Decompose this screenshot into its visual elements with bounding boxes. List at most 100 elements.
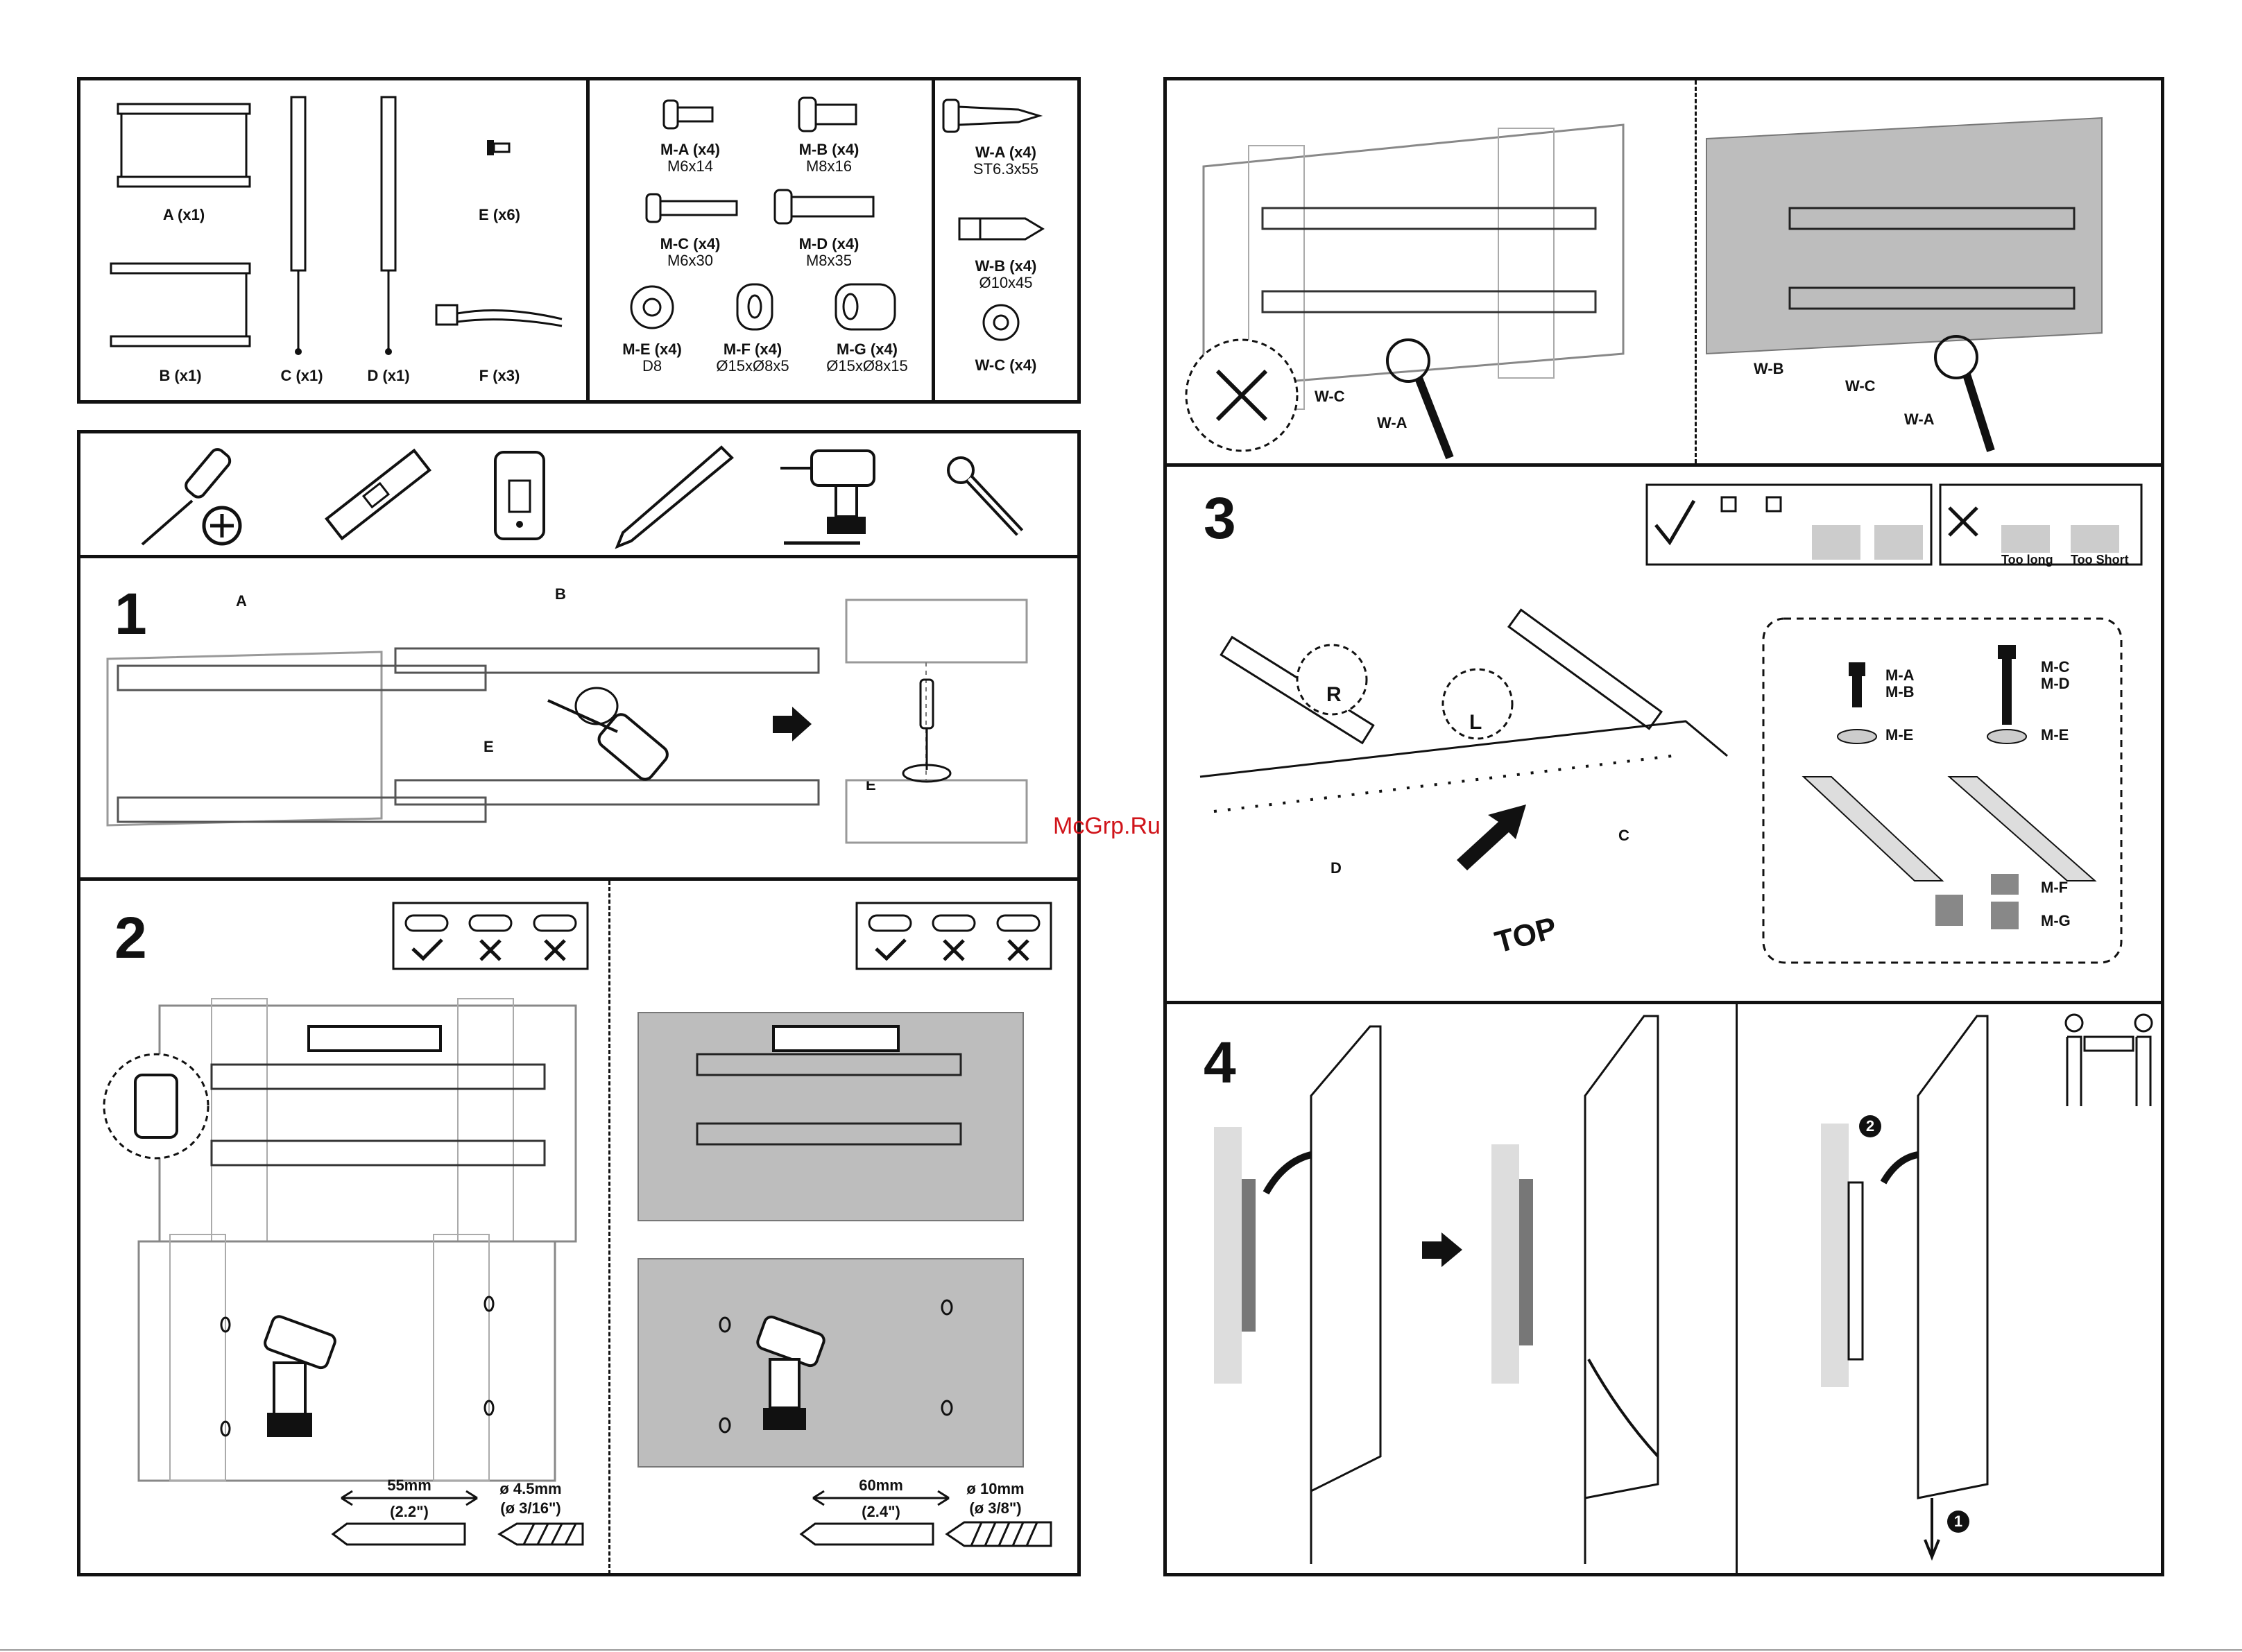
step3-mb-text: M-B	[1885, 683, 1915, 701]
step4-number: 4	[1204, 1030, 1236, 1095]
bottom-rule	[0, 1649, 2242, 1651]
part-mc-name: M-C (x4)	[660, 235, 721, 252]
phillips-screwdriver-icon	[141, 448, 242, 546]
step3-ma-text: M-A	[1885, 666, 1915, 684]
screw-mc-icon	[645, 193, 738, 223]
spacer-mg-icon	[835, 283, 896, 331]
step3-label-d: D	[1330, 859, 1342, 877]
step3-me-right-label: M-E	[2041, 726, 2069, 743]
step2-wood-drill-bit-icon	[331, 1522, 584, 1546]
step2-concrete-drill-in: (ø 3/8")	[969, 1499, 1022, 1517]
bracket-a-icon	[117, 103, 251, 188]
part-md-label: M-D (x4)M8x35	[780, 235, 878, 270]
part-wb-size: Ø10x45	[979, 274, 1033, 292]
step2-concrete-spacing-arrow-icon	[812, 1490, 950, 1506]
step2-wood-wall-drill-illustration	[137, 1234, 556, 1482]
part-d-label: D (x1)	[367, 367, 410, 384]
part-wa-size: ST6.3x55	[973, 160, 1039, 178]
part-mb-name: M-B (x4)	[798, 141, 859, 158]
power-drill-icon	[780, 449, 875, 545]
step3-screw-detail-box	[1762, 617, 2123, 964]
part-f-label: F (x3)	[479, 367, 520, 384]
washer-me-icon	[630, 285, 674, 329]
parts-panel	[77, 77, 1081, 404]
step3-too-long-label: Too long	[2001, 553, 2053, 567]
strap-f-icon	[435, 304, 563, 327]
part-c-label: C (x1)	[280, 367, 323, 384]
part-mf-label: M-F (x4)Ø15xØ8x5	[704, 341, 801, 375]
part-mg-name: M-G (x4)	[837, 341, 898, 358]
step3-md-text: M-D	[2041, 675, 2070, 693]
step4-sub-step-1: 1	[1947, 1511, 1969, 1533]
step1-next-arrow-icon	[773, 707, 812, 741]
part-ma-name: M-A (x4)	[660, 141, 720, 158]
step4-tv-hang-illustration	[1214, 1025, 1382, 1564]
step2-wood-spacing-mm: 55mm	[387, 1477, 431, 1494]
pencil-icon	[615, 445, 734, 549]
step3-too-short-label: Too Short	[2071, 553, 2129, 567]
step3-label-l: L	[1469, 711, 1482, 734]
part-me-size: D8	[642, 357, 662, 375]
screw-wa-icon	[942, 98, 1043, 133]
step2-wood-spacing: 55mm	[368, 1477, 451, 1494]
step2-concrete-drill: ø 10mm	[966, 1480, 1025, 1497]
step1-bracket-illustration	[106, 647, 820, 827]
part-wa-label: W-A (x4)ST6.3x55	[957, 144, 1054, 178]
step2-divider	[608, 881, 610, 1574]
part-mf-name: M-F (x4)	[723, 341, 782, 358]
spirit-level-icon	[325, 448, 431, 541]
step2-wood-drill: ø 4.5mm	[499, 1480, 562, 1497]
step2-wood-spacing-arrow-icon	[341, 1490, 478, 1506]
stud-finder-icon	[494, 451, 545, 540]
step1-label-e: E	[484, 738, 494, 755]
parts-divider-1	[586, 77, 590, 404]
wall-mount-label-wc2: W-C	[1845, 377, 1876, 395]
wall-mount-label-wb: W-B	[1754, 360, 1784, 377]
part-a-label: A (x1)	[162, 206, 205, 223]
tools-panel	[77, 430, 1081, 558]
socket-wrench-icon	[947, 456, 1024, 536]
part-wa-name: W-A (x4)	[975, 144, 1036, 161]
step3-tv-back-illustration	[1199, 608, 1728, 870]
step2-wood-wall-level-illustration	[103, 998, 577, 1243]
wall-mount-concrete-illustration	[1706, 117, 2103, 452]
wall-mount-wood-illustration	[1185, 123, 1625, 460]
two-person-lift-icon	[2064, 1013, 2153, 1106]
step2-wood-drill-in: (ø 3/16")	[500, 1499, 561, 1517]
bracket-d-icon	[380, 96, 397, 355]
step1-detail-illustration	[845, 599, 1028, 844]
step1-panel	[77, 555, 1081, 881]
step2-concrete-slot-check-icon	[855, 902, 1052, 970]
part-wb-name: W-B (x4)	[975, 257, 1037, 275]
part-mc-label: M-C (x4)M6x30	[642, 235, 739, 269]
part-md-size: M8x35	[805, 252, 853, 270]
part-ma-size: M6x14	[667, 157, 714, 175]
step1-label-b: B	[555, 585, 566, 603]
step2-concrete-wall-level-illustration	[637, 1012, 1024, 1221]
part-e-label: E (x6)	[479, 206, 520, 223]
step1-label-a: A	[236, 592, 247, 610]
parts-divider-2	[932, 77, 935, 404]
step3-mc-text: M-C	[2041, 658, 2070, 676]
step3-correct-screw-icon	[1645, 483, 1933, 566]
part-mg-size: Ø15xØ8x15	[826, 357, 908, 375]
step2-wood-spacing-in: (2.2")	[390, 1503, 429, 1520]
step4-sub-step-2: 2	[1859, 1115, 1881, 1137]
step2-number: 2	[114, 905, 147, 970]
step2-concrete-wall-drill-illustration	[637, 1258, 1024, 1468]
bracket-b-icon	[110, 262, 251, 347]
wall-mount-label-wa: W-A	[1377, 414, 1407, 431]
step3-incorrect-screw-icon	[1939, 483, 2143, 566]
step2-concrete-spacing-in: (2.4")	[862, 1503, 900, 1520]
step2-concrete-spacing: 60mm	[859, 1477, 903, 1494]
step2-concrete-drill-bit-icon	[799, 1521, 1052, 1547]
watermark: McGrp.Ru	[1053, 813, 1161, 839]
step3-label-c: C	[1618, 827, 1629, 844]
step4-divider	[1736, 1004, 1738, 1573]
step3-number: 3	[1204, 485, 1236, 551]
wall-mount-divider	[1695, 80, 1697, 463]
part-ma-label: M-A (x4)M6x14	[642, 141, 739, 175]
bracket-c-icon	[290, 96, 307, 355]
